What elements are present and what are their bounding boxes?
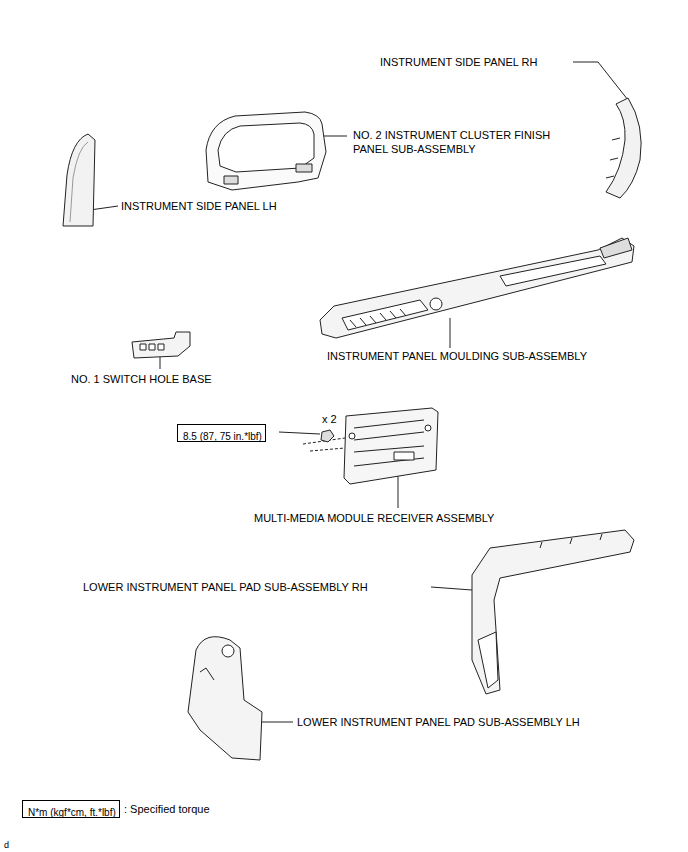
part-name: MULTI-MEDIA MODULE RECEIVER ASSEMBLY [254,511,494,525]
box-text: N*m (kgf*cm, ft.*lbf) [28,806,116,820]
part-name: INSTRUMENT PANEL MOULDING SUB-ASSEMBLY [327,349,587,363]
leader-line [398,472,399,508]
box-text: 8.5 (87, 75 in.*lbf) [183,430,262,444]
switch-hole-base [132,332,190,358]
lower-pad-rh [472,530,634,694]
figure-code: d [4,838,9,852]
part-name: LOWER INSTRUMENT PANEL PAD SUB-ASSEMBLY … [297,715,580,729]
leader-line [450,318,451,348]
legend-entry: : Specified torque [124,802,210,816]
part-name: NO. 2 INSTRUMENT CLUSTER FINISH PANEL SU… [353,128,568,156]
torque-box: 8.5 (87, 75 in.*lbf) [177,424,266,442]
part-name: LOWER INSTRUMENT PANEL PAD SUB-ASSEMBLY … [83,580,368,594]
leader-line [262,722,293,723]
cluster-finish-panel [206,112,326,190]
quantity-label: x 2 [322,412,337,426]
leader-line [431,587,472,590]
leader-line [310,448,345,451]
side-panel-lh [63,134,95,226]
unit-box: N*m (kgf*cm, ft.*lbf) [22,800,120,818]
leader-line [573,62,628,100]
multimedia-receiver [344,408,438,484]
part-name: INSTRUMENT SIDE PANEL RH [380,55,538,69]
leader-line [322,136,347,137]
panel-moulding [320,238,634,338]
bolt [321,430,334,442]
lower-pad-lh [188,637,262,760]
side-panel-rh [606,98,641,198]
leader-line [279,432,320,434]
part-name: NO. 1 SWITCH HOLE BASE [71,372,212,386]
legend-text: : Specified torque [124,803,210,815]
leader-line [90,206,118,210]
part-name: INSTRUMENT SIDE PANEL LH [121,199,277,213]
